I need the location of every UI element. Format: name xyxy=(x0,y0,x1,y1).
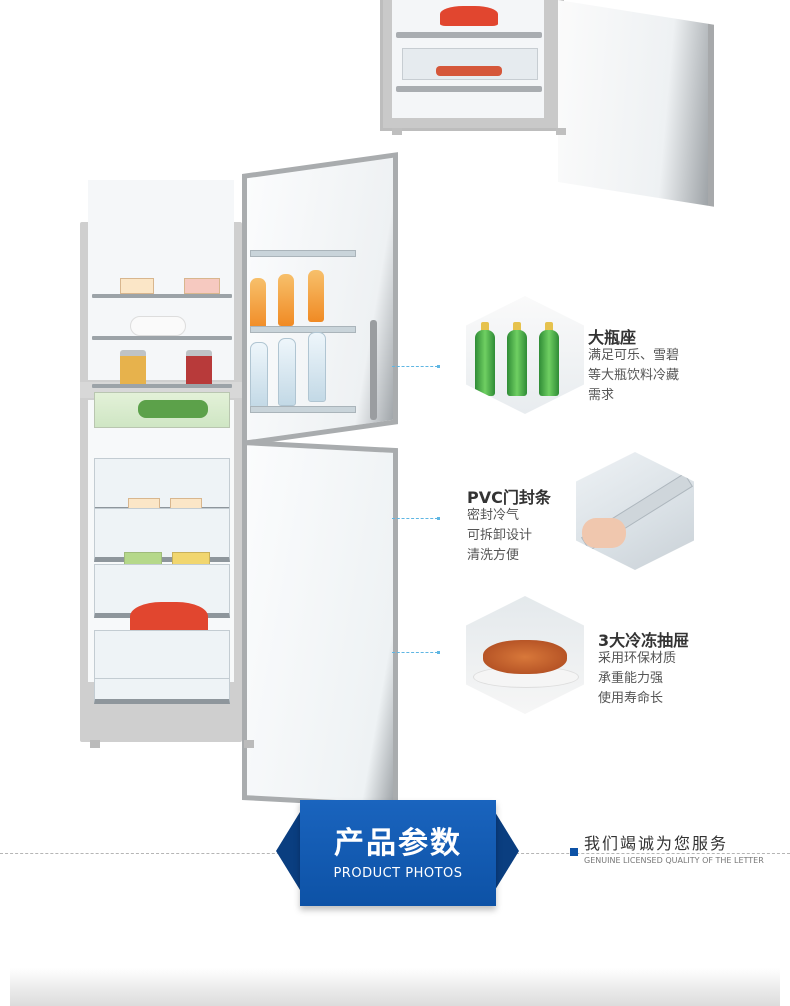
freezer-drawer xyxy=(94,458,230,512)
bottle-cap xyxy=(481,322,489,332)
top-fridge-image xyxy=(380,0,714,207)
feature-line: 可拆卸设计 xyxy=(467,528,533,543)
vegetables xyxy=(138,400,208,418)
juice-bottle xyxy=(250,278,266,330)
glass-shelf xyxy=(92,384,232,388)
feature-title: 大瓶座 xyxy=(588,328,637,347)
glass-shelf xyxy=(92,294,232,298)
roast-dish xyxy=(483,640,567,674)
leader-line xyxy=(392,652,438,654)
water-bottle xyxy=(250,342,268,408)
feature-line: 满足可乐、雪碧 xyxy=(588,348,680,363)
water-bottle xyxy=(308,332,326,402)
hand xyxy=(582,518,626,548)
cake xyxy=(130,316,186,336)
divider-line xyxy=(0,853,300,855)
leader-dot xyxy=(437,365,440,368)
feature-line: 使用寿命长 xyxy=(598,691,664,706)
leader-dot xyxy=(437,517,440,520)
fridge-image xyxy=(80,152,398,809)
feature-line: 清洗方便 xyxy=(467,548,520,563)
feature-line: 采用环保材质 xyxy=(598,651,677,666)
next-section-band xyxy=(10,968,780,1006)
freezer-drawer xyxy=(94,630,230,684)
door-shelf xyxy=(250,250,356,257)
top-fridge-seafood xyxy=(440,6,498,26)
door-shelf xyxy=(250,406,356,413)
section-banner xyxy=(300,800,496,906)
divider-line xyxy=(496,853,790,855)
top-fridge-foot xyxy=(392,128,402,135)
banner-subtitle: PRODUCT PHOTOS xyxy=(333,866,463,881)
feature-line: 等大瓶饮料冷藏 xyxy=(588,368,680,383)
fridge-foot xyxy=(244,740,254,748)
ribbon-fold xyxy=(495,812,519,890)
leader-line xyxy=(392,518,438,520)
juice-bottle xyxy=(308,270,324,322)
leader-line xyxy=(392,366,438,368)
top-fridge-foot xyxy=(556,128,566,135)
fridge-lower-door xyxy=(242,440,398,809)
door-shelf xyxy=(250,326,356,333)
green-bottle xyxy=(475,330,495,396)
door-handle xyxy=(370,320,377,420)
feature-line: 密封冷气 xyxy=(467,508,520,523)
green-bottle xyxy=(507,330,527,396)
top-fridge-shelf xyxy=(396,32,542,38)
jar xyxy=(120,350,146,388)
slogan-english: GENUINE LICENSED QUALITY OF THE LETTER xyxy=(584,856,764,865)
slogan: 我们竭诚为您服务 xyxy=(584,834,729,853)
bottle-seat-image xyxy=(466,296,584,414)
feature-title: PVC门封条 xyxy=(467,488,551,507)
top-fridge-food xyxy=(436,66,502,76)
banner-title: 产品参数 xyxy=(334,826,462,861)
water-bottle xyxy=(278,338,296,406)
jar xyxy=(186,350,212,388)
ribbon-fold xyxy=(276,812,300,890)
freezer-drawer-image xyxy=(466,596,584,714)
glass-shelf xyxy=(92,336,232,340)
juice-bottle xyxy=(278,274,294,326)
feature-title: 3大冷冻抽屉 xyxy=(598,631,690,650)
top-fridge-shelf xyxy=(396,86,542,92)
door-seal-image xyxy=(576,452,694,570)
feature-line: 承重能力强 xyxy=(598,671,664,686)
green-bottle xyxy=(539,330,559,396)
leader-dot xyxy=(437,651,440,654)
fridge-foot xyxy=(90,740,100,748)
bottle-cap xyxy=(513,322,521,332)
freezer-drawer xyxy=(94,678,230,704)
top-fridge-door xyxy=(558,0,714,207)
slogan-bullet xyxy=(570,848,578,856)
food-container xyxy=(184,278,220,294)
food-container xyxy=(120,278,154,294)
feature-line: 需求 xyxy=(588,388,615,403)
bottle-cap xyxy=(545,322,553,332)
